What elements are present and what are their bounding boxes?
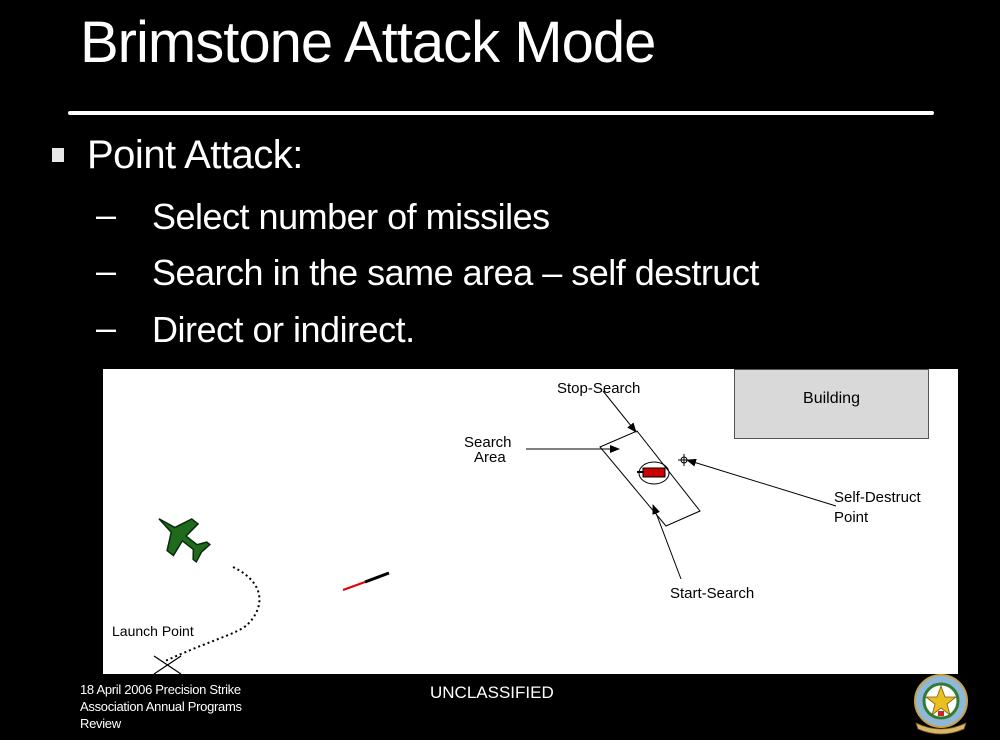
title-divider	[68, 111, 934, 115]
launch-point-label: Launch Point	[112, 623, 194, 639]
footer-line-2: Association Annual Programs	[80, 699, 242, 714]
target-vehicle-icon	[642, 467, 666, 478]
start-search-arrow	[652, 504, 682, 580]
building-label: Building	[803, 390, 860, 407]
sub-bullet-3: Direct or indirect.	[152, 309, 415, 350]
search-area-label-line2: Area	[474, 449, 506, 466]
sub-bullet-1: Select number of missiles	[152, 196, 550, 237]
self-destruct-arrow	[686, 458, 837, 507]
self-destruct-label-line1: Self-Destruct	[834, 489, 921, 506]
bullet-point-attack: Point Attack:	[87, 133, 303, 177]
attack-diagram: Building Stop-Search Search Area Self-De…	[103, 369, 958, 674]
self-destruct-label-line2: Point	[834, 509, 869, 526]
square-bullet-icon	[52, 148, 64, 162]
search-area-label-line1: Search	[464, 434, 512, 451]
dash-icon: –	[96, 250, 117, 291]
classification-label: UNCLASSIFIED	[430, 683, 554, 702]
slide-title: Brimstone Attack Mode	[80, 10, 656, 75]
footer-line-3: Review	[80, 716, 121, 731]
flight-path	[162, 566, 261, 663]
squadron-crest-icon	[914, 674, 968, 735]
start-search-label: Start-Search	[670, 585, 755, 602]
footer-event-info: 18 April 2006 Precision Strike Associati…	[80, 681, 242, 732]
aircraft-icon	[158, 518, 212, 564]
sub-bullet-2: Search in the same area – self destruct	[152, 252, 759, 293]
dash-icon: –	[96, 307, 117, 348]
missile-icon	[342, 571, 390, 591]
stop-search-arrow	[602, 390, 637, 433]
dash-icon: –	[96, 194, 117, 235]
diagram-graphics	[153, 390, 837, 674]
launch-point-x-icon	[153, 655, 182, 674]
building-box: Building	[734, 369, 929, 439]
stop-search-label: Stop-Search	[557, 380, 641, 397]
footer-line-1: 18 April 2006 Precision Strike	[80, 682, 241, 697]
search-area-box	[599, 430, 701, 527]
